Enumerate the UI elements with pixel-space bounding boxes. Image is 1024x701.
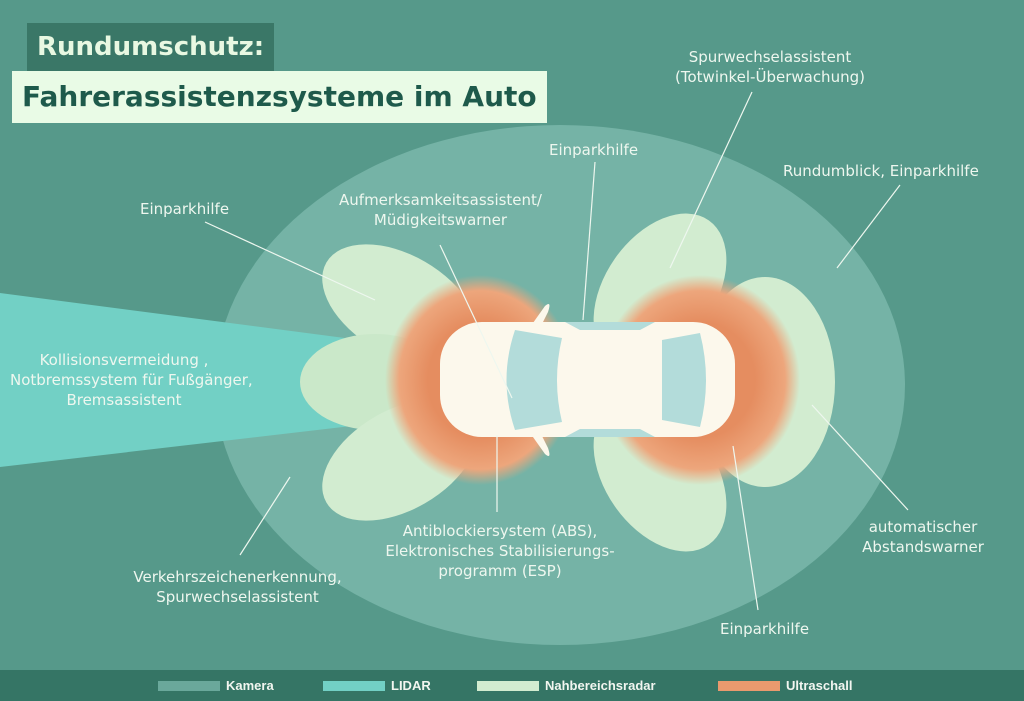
title-line2: Fahrerassistenzsysteme im Auto <box>12 71 547 123</box>
title-line1: Rundumschutz: <box>27 23 275 72</box>
label-rundumblick: Rundumblick, Einparkhilfe <box>783 162 979 180</box>
nahbereichsradar-swatch <box>477 680 539 691</box>
legend-item-ultraschall: Ultraschall <box>718 670 852 701</box>
legend: Kamera LIDAR Nahbereichsradar Ultraschal… <box>0 670 1024 701</box>
legend-item-lidar: LIDAR <box>323 670 431 701</box>
car <box>440 304 735 456</box>
label-spurwechselassistent-top: Spurwechselassistent (Totwinkel-Überwach… <box>675 48 865 86</box>
label-abstandswarner: automatischer Abstandswarner <box>862 518 984 556</box>
label-kollisionsvermeidung: Kollisionsvermeidung , Notbremssystem fü… <box>10 351 253 409</box>
label-einparkhilfe-left: Einparkhilfe <box>140 200 230 218</box>
ultraschall-swatch <box>718 680 780 691</box>
label-aufmerksamkeitsassistent: Aufmerksamkeitsassistent/ Müdigkeitswarn… <box>339 191 542 229</box>
label-einparkhilfe-top: Einparkhilfe <box>549 141 639 159</box>
lidar-swatch <box>323 680 385 691</box>
leader-lines <box>204 91 909 611</box>
label-abs-esp: Antiblockiersystem (ABS), Elektronisches… <box>385 522 615 580</box>
kamera-swatch <box>158 680 220 691</box>
label-einparkhilfe-bottom: Einparkhilfe <box>720 620 810 638</box>
legend-item-kamera: Kamera <box>158 670 274 701</box>
label-verkehrszeichenerkennung: Verkehrszeichenerkennung, Spurwechselass… <box>133 568 342 606</box>
lidar-beam <box>0 293 360 467</box>
legend-item-nahbereichsradar: Nahbereichsradar <box>477 670 656 701</box>
